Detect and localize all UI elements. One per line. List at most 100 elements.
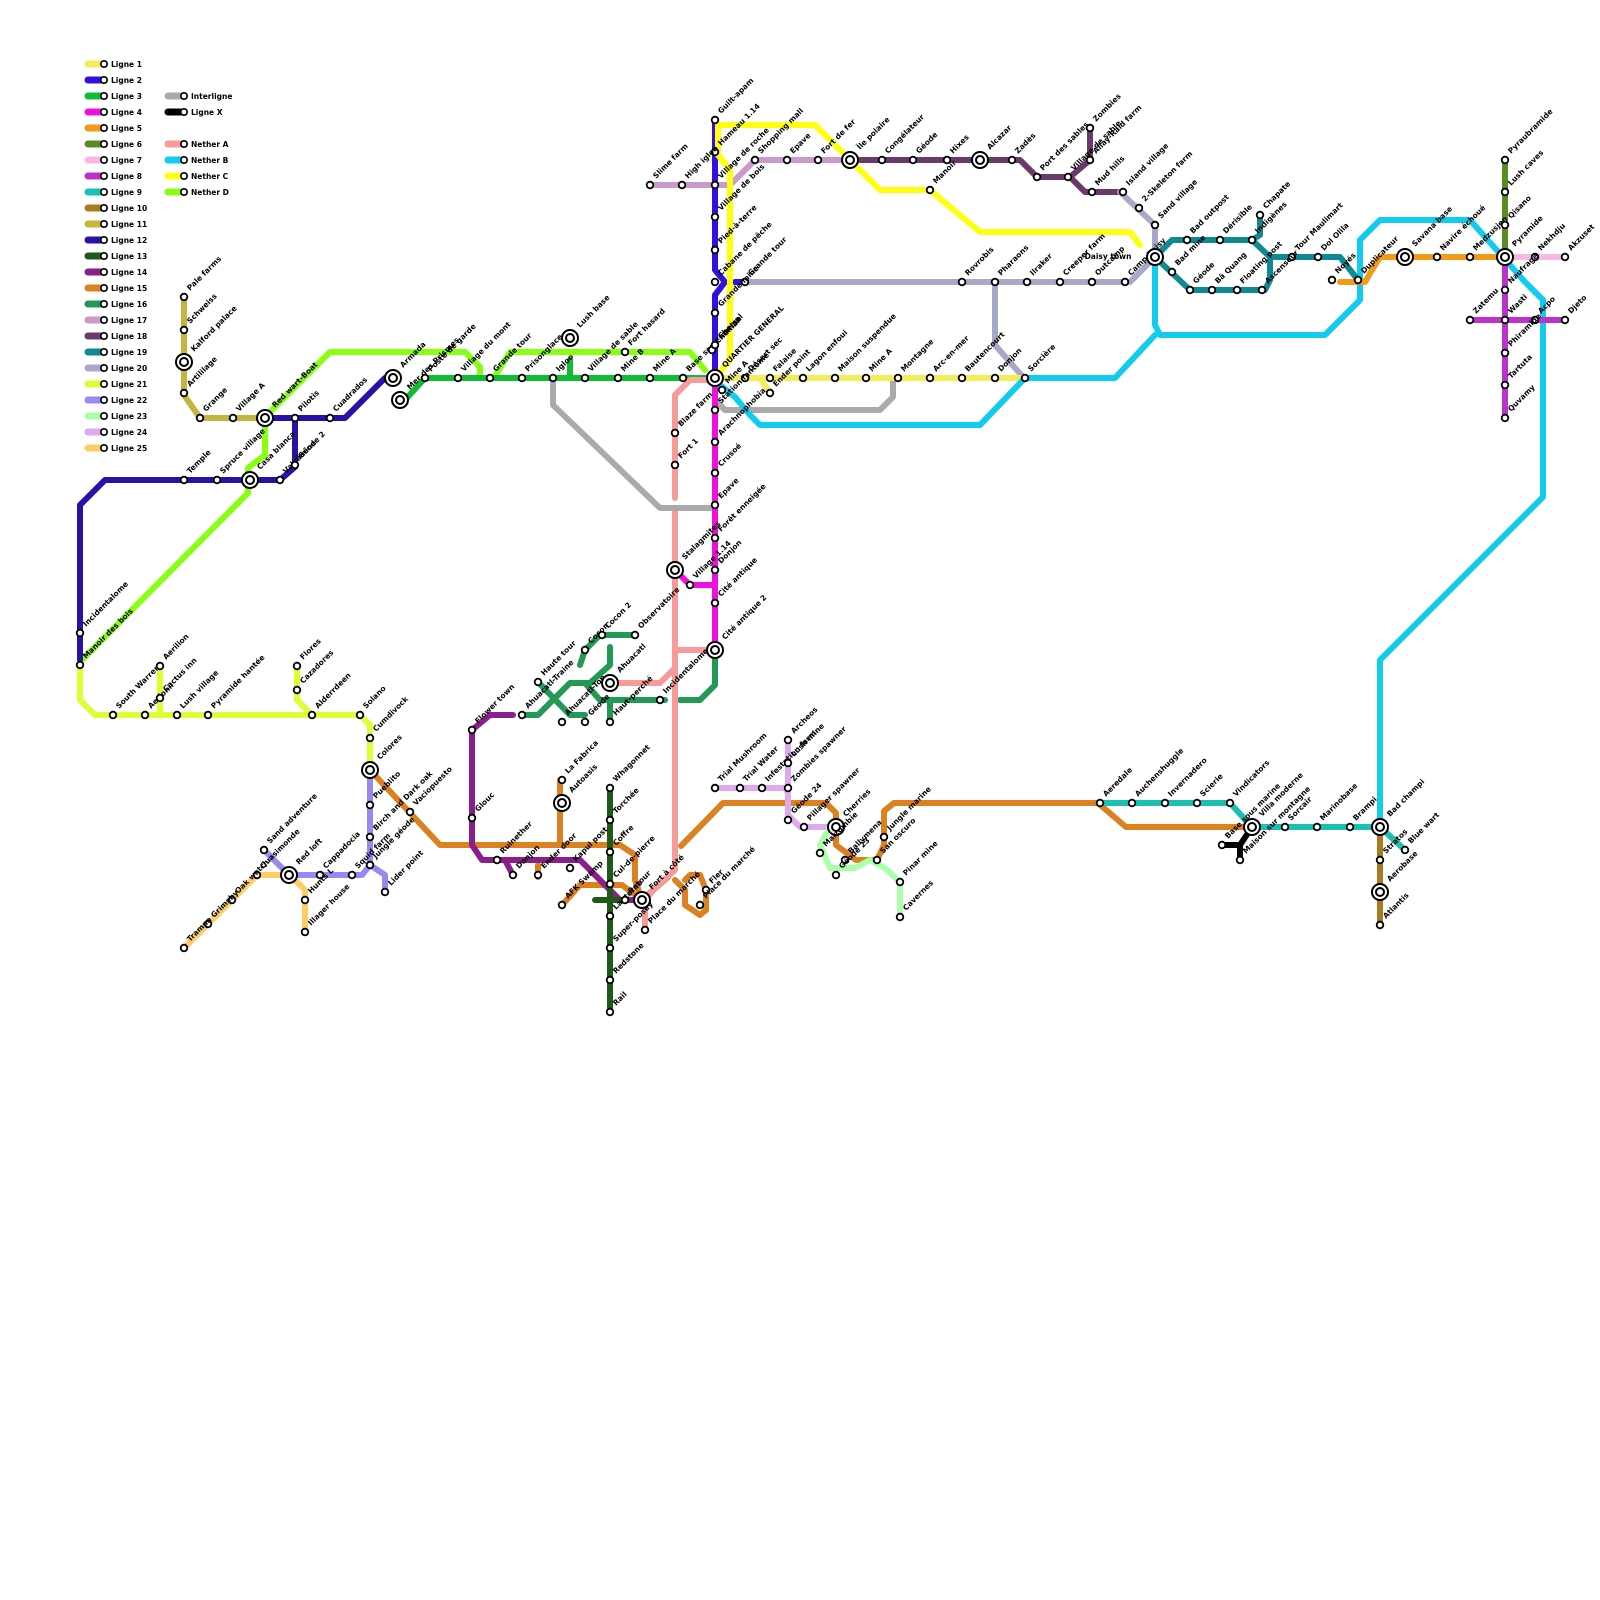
station-spruce-village[interactable]: Spruce village: [212, 427, 267, 485]
station-pinar-mine[interactable]: Pinar mine: [895, 839, 940, 887]
legend-station-icon: [180, 140, 189, 149]
station-icon: [735, 783, 745, 793]
station-manoir-des-bois[interactable]: Manoir des bois: [75, 606, 135, 670]
legend-station-icon: [100, 427, 109, 436]
station-icon: [815, 848, 825, 858]
station-2-skeleton-farm[interactable]: 2-Skeleton farm: [1134, 149, 1195, 213]
station-icon: [605, 815, 615, 825]
legend-station-icon: [100, 220, 109, 229]
station-icon: [325, 413, 335, 423]
station-label: Maison suspendue: [836, 312, 898, 374]
station-icon: [655, 695, 665, 705]
station-alderrdeen[interactable]: Alderrdeen: [307, 671, 353, 720]
station-manoir[interactable]: Manoir: [925, 158, 959, 195]
station-auchenshuggle[interactable]: Auchenshuggle: [1127, 746, 1186, 808]
station-incidentalome[interactable]: Incidentalome: [75, 579, 130, 638]
route-ligne-15: [678, 800, 1255, 863]
station-pale-farms[interactable]: Pale farms: [179, 254, 224, 302]
station-icon: [300, 927, 310, 937]
legend-label: Ligne 6: [111, 140, 142, 149]
station-maison-suspendue[interactable]: Maison suspendue: [830, 312, 898, 383]
legend-label: Ligne 17: [111, 316, 147, 325]
station-south-warren[interactable]: South Warren: [108, 663, 162, 720]
station-icon: [155, 661, 165, 671]
legend-item-ligne-21: Ligne 21: [84, 379, 147, 389]
route-ligne-3: [402, 375, 718, 403]
legend-station-icon: [100, 379, 109, 388]
station-base-sous-marine[interactable]: Base sous marine: [1217, 781, 1282, 850]
station-icon: [710, 340, 720, 350]
station-place-du-marche[interactable]: Place du marché: [695, 845, 757, 910]
route-ligne-17: [647, 157, 858, 188]
station-label: Pale farms: [185, 254, 224, 293]
station-label: Grimsby: [209, 888, 240, 919]
station-icon: [75, 660, 85, 670]
station-blue-wart[interactable]: Blue wart: [1400, 810, 1442, 855]
station-icon: [228, 413, 238, 423]
station-icon: [670, 460, 680, 470]
station-trampa[interactable]: Trampa: [179, 915, 214, 953]
legend-station-icon: [100, 156, 109, 165]
route-ligne-20: [742, 254, 1158, 285]
station-icon: [548, 373, 558, 383]
station-icon: [925, 373, 935, 383]
station-arc-en-mer[interactable]: Arc-en-mer: [925, 333, 971, 383]
station-icon: [957, 373, 967, 383]
route-interligne: [712, 375, 896, 413]
station-icon: [640, 925, 650, 935]
station-pyramide-hantee[interactable]: Pyramide hantée: [203, 653, 267, 720]
station-daisy-town[interactable]: [1146, 248, 1164, 266]
station-whagonnet[interactable]: Whagonnet: [605, 742, 652, 793]
station-bad-outpost[interactable]: Bad outpost: [1182, 192, 1231, 245]
interchange-inner-icon: [831, 822, 841, 832]
legend-label: Nether C: [191, 172, 229, 181]
station-lush-base[interactable]: Lush base: [561, 293, 611, 347]
route-nether-a: [607, 665, 678, 686]
station-icon: [710, 500, 720, 510]
station-port-des-sables[interactable]: Port des sables: [1032, 120, 1091, 182]
station-pyraubramide[interactable]: Pyraubramide: [1500, 107, 1555, 165]
station-blaze-farm[interactable]: Blaze farm: [670, 390, 715, 438]
route-ligne-21: [77, 667, 373, 773]
station-djeto[interactable]: Djeto: [1560, 293, 1589, 325]
legend-station-icon: [100, 315, 109, 324]
station-icon: [798, 373, 808, 383]
station-solano[interactable]: Solano: [355, 684, 388, 720]
route-nether-b: [717, 332, 1158, 428]
station-lider-point[interactable]: Lider point: [380, 848, 426, 897]
station-icon: [290, 413, 300, 423]
station-icon: [203, 919, 213, 929]
station-marinobase[interactable]: Marinobase: [1312, 781, 1360, 832]
legend-label: Ligne 1: [111, 60, 142, 69]
station-icon: [613, 373, 623, 383]
station-icon: [893, 373, 903, 383]
station-icon: [557, 900, 567, 910]
station-label: Hixes: [948, 132, 971, 155]
station-icon: [630, 630, 640, 640]
legend-station-icon: [100, 108, 109, 117]
station-icon: [645, 180, 655, 190]
station-icon: [1280, 822, 1290, 832]
station-label: Glouc: [473, 790, 496, 813]
station-ba-quang[interactable]: Bâ Quang: [1207, 250, 1249, 295]
station-island-village[interactable]: Island village: [1118, 141, 1171, 197]
legend-item-ligne-7: Ligne 7: [84, 156, 142, 165]
legend-label: Ligne 15: [111, 284, 147, 293]
legend-label: Ligne 20: [111, 364, 147, 373]
station-icon: [750, 155, 760, 165]
interchange-inner-icon: [1500, 252, 1510, 262]
station-lush-caves[interactable]: Lush caves: [1500, 148, 1546, 197]
route-ligne-22: [367, 862, 388, 895]
legend-label: Ligne 24: [111, 428, 147, 437]
station-icon: [485, 373, 495, 383]
station-icon: [467, 813, 477, 823]
station-icon: [307, 710, 317, 720]
station-icon: [605, 911, 615, 921]
station-label: Akzuset: [1566, 222, 1596, 252]
station-label: Solano: [361, 684, 388, 711]
legend-label: Ligne X: [191, 108, 223, 117]
station-zades[interactable]: Zadès: [1007, 131, 1038, 165]
station-icon: [942, 155, 952, 165]
legend-item-nether-d: Nether D: [164, 188, 229, 197]
station-icon: [179, 388, 189, 398]
